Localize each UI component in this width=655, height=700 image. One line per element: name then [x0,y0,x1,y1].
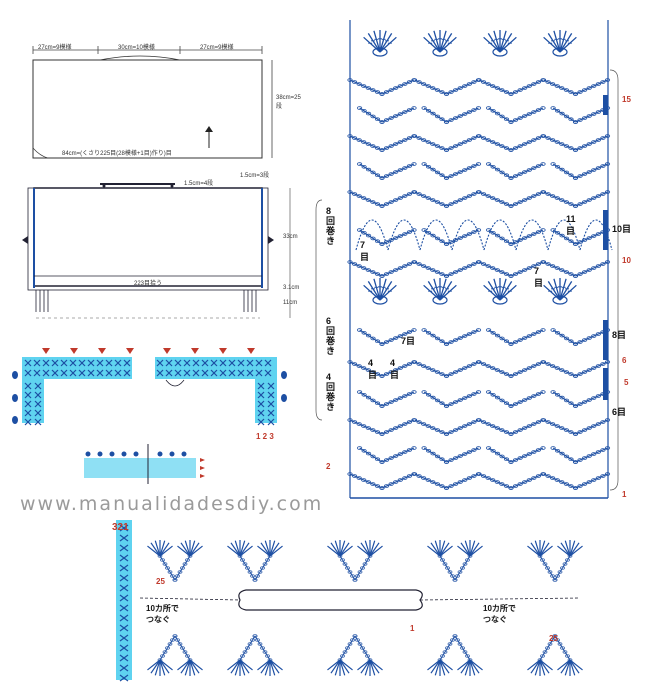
row-label-6: 6 [622,356,627,365]
row-label-2: 2 [326,462,331,471]
fringe-label: 11cm [283,300,298,306]
row-label-5: 5 [624,378,629,387]
row-label-1: 1 [622,490,627,499]
join-row-25-b: 25 [549,634,558,643]
bag-height-label: 33cm [283,234,298,240]
base-label: 84cm=(くさり225目(28模様+1目)作り)目 [62,151,172,157]
watermark: www.manualidadesdiy.com [20,493,324,515]
count-10: 10目 [612,224,632,234]
dim-left-label: 27cm=9模様 [38,45,72,51]
count-4-a: 4目 [368,358,378,380]
row-label-10: 10 [622,256,631,265]
bag-width-label: 223目拾う [134,281,163,287]
count-7-c: 7目 [401,336,416,346]
count-11: 11目 [566,214,576,236]
count-7-b: 7目 [534,266,544,288]
count-4-b: 4目 [390,358,400,380]
count-8: 8目 [612,330,627,340]
handle-label-2: 1.5cm=3段 [240,173,270,179]
count-6: 6目 [612,407,627,417]
join-note-a: 10カ所でつなぐ [146,604,179,624]
join-row-25-a: 25 [156,577,165,586]
row-label-15: 15 [622,95,631,104]
join-marker: 1 [410,624,415,633]
side-label-6: 6回巻き [326,316,336,356]
dim-right-label: 27cm=9模様 [200,45,234,51]
edge-numbers: 1 2 3 [256,432,274,441]
side-label-8: 8回巻き [326,206,336,246]
join-top-numbers: 321 [112,522,129,533]
count-7-a: 7目 [360,240,370,262]
dim-mid-label: 30cm=10模様 [118,45,155,51]
dim-height-label: 38cm=25段 [276,95,301,110]
bag-side-label: 3.1cm [283,285,300,291]
side-label-4: 4回巻き [326,372,336,412]
join-note-b: 10カ所でつなぐ [483,604,516,624]
handle-label: 1.5cm=4段 [184,181,214,187]
